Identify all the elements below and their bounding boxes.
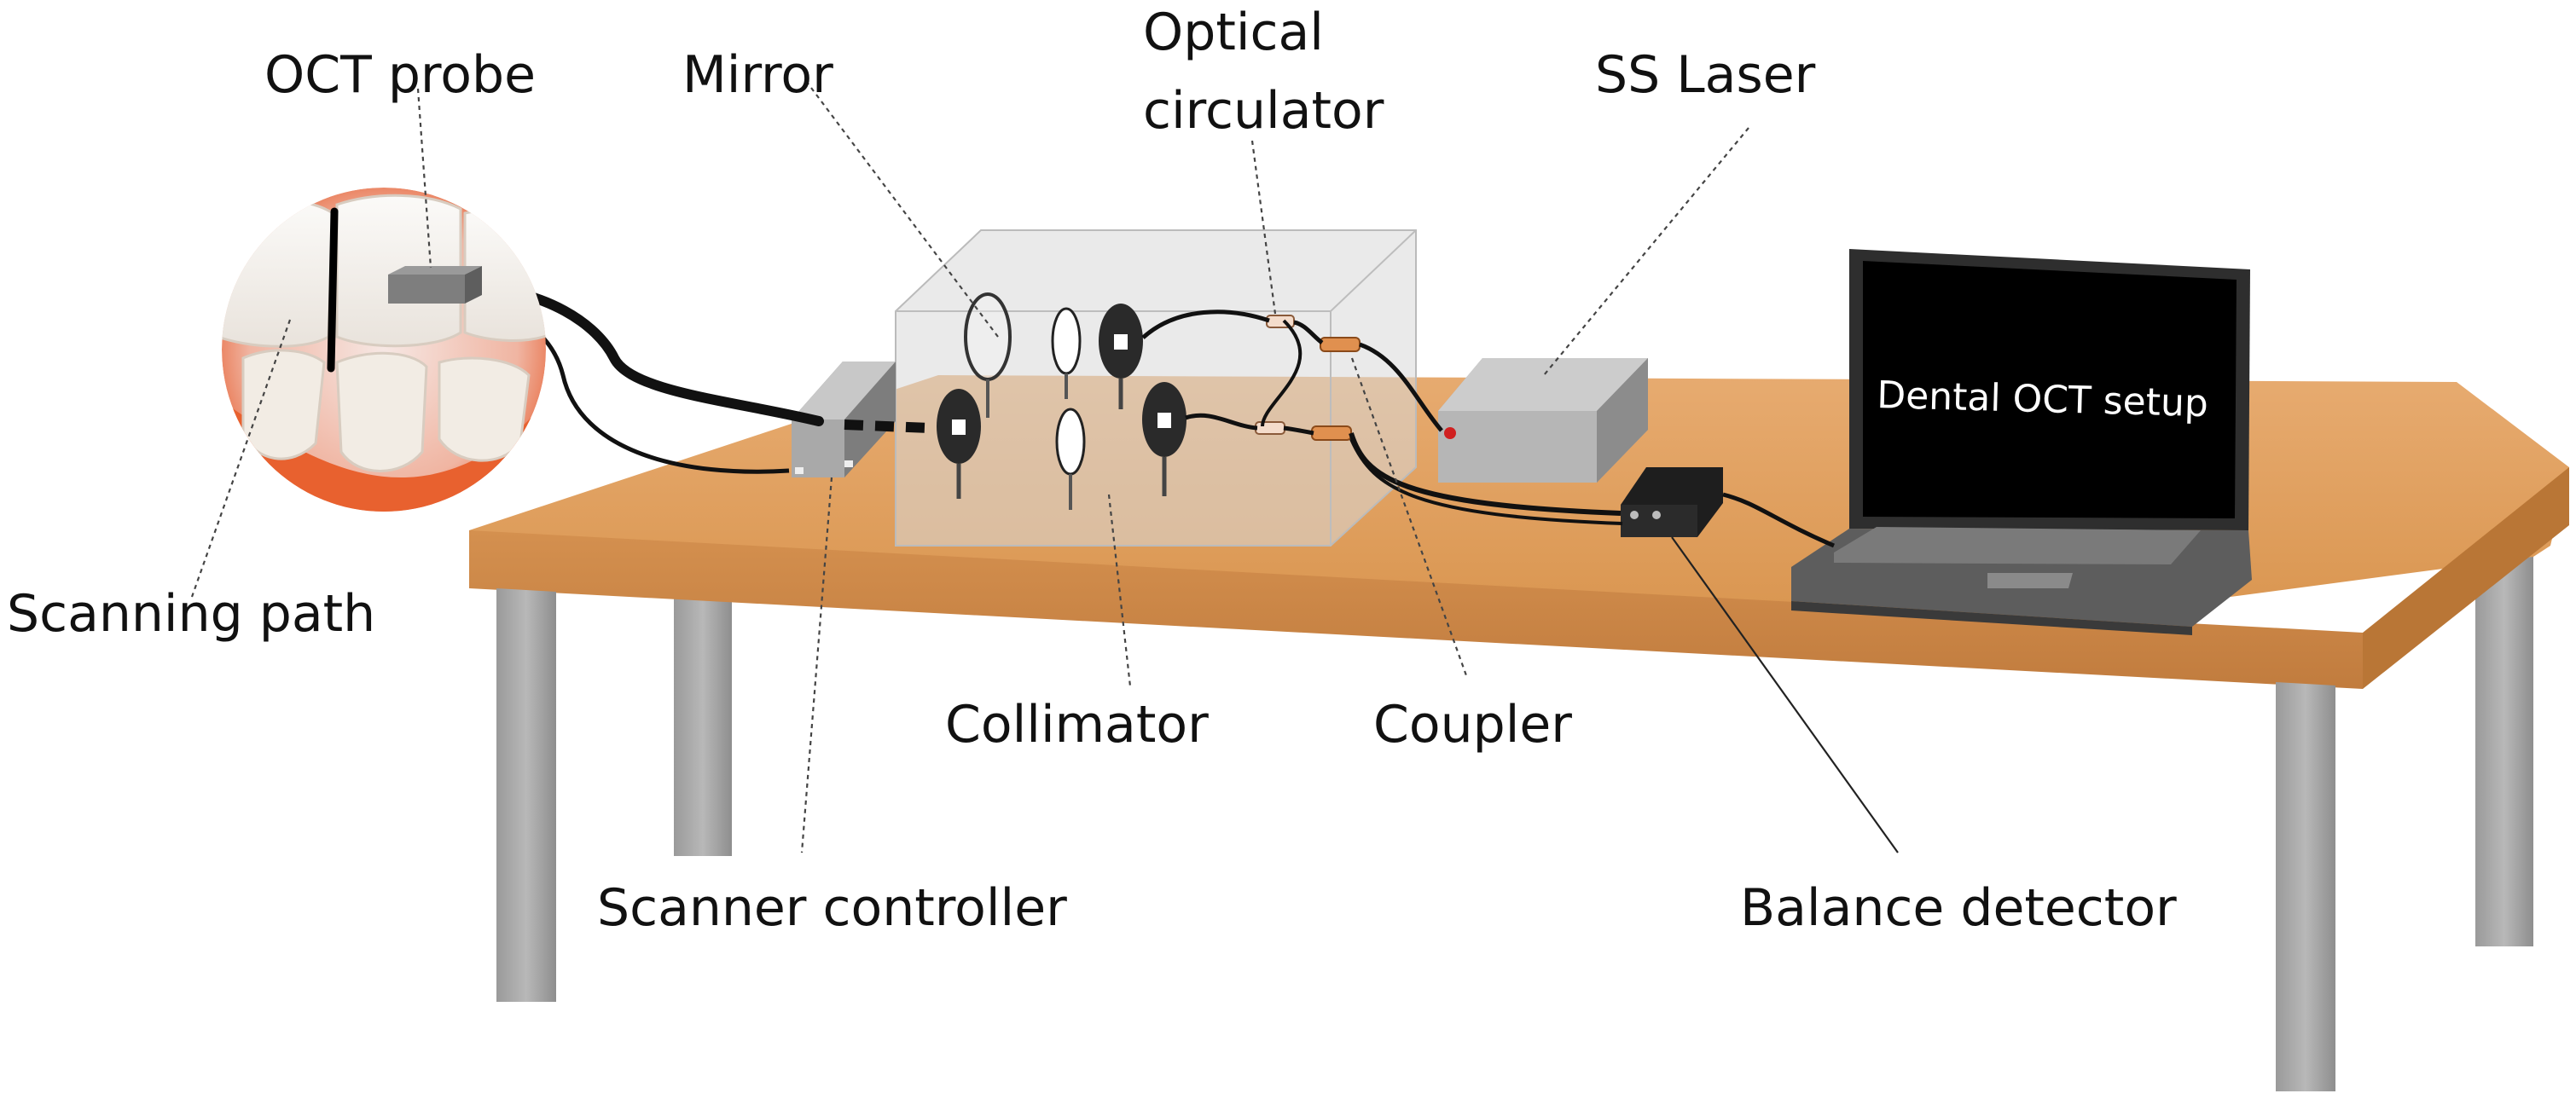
laptop: [1791, 249, 2252, 635]
label-collimator: Collimator: [945, 695, 1209, 755]
table-side-edge: [2363, 467, 2569, 689]
label-optical-circulator-line1: Optical: [1143, 3, 1324, 62]
label-optical-circulator-line2: circulator: [1143, 81, 1384, 141]
ss-laser-box: [1438, 358, 1648, 483]
label-scanner-controller: Scanner controller: [597, 878, 1067, 938]
laptop-screen: [1863, 261, 2237, 518]
laptop-screen-text: Dental OCT setup: [1877, 373, 2209, 425]
scanning-path-line: [327, 207, 339, 373]
lens-lower: [1055, 408, 1086, 510]
oct-probe: [388, 266, 482, 304]
collimator-mount-2: [1099, 304, 1143, 409]
label-mirror: Mirror: [682, 45, 833, 105]
table-leg-back-left: [674, 597, 732, 856]
labels: OCT probe Mirror Optical circulator SS L…: [7, 3, 2177, 938]
table-leg-front-right: [2276, 682, 2335, 1091]
table-leg-front-left: [496, 588, 556, 1002]
balance-detector-box: [1621, 467, 1723, 537]
label-oct-probe: OCT probe: [264, 45, 536, 105]
label-ss-laser: SS Laser: [1595, 45, 1816, 105]
lens-upper: [1051, 307, 1082, 399]
coupler-components: [1311, 337, 1361, 441]
collimator-mount-3: [1142, 382, 1186, 496]
label-balance-detector: Balance detector: [1740, 878, 2177, 938]
leader-lines: [190, 80, 1899, 853]
scanner-controller-box: [792, 362, 896, 477]
collimator-mount-1: [937, 389, 981, 499]
label-scanning-path: Scanning path: [7, 584, 375, 644]
label-coupler: Coupler: [1373, 695, 1572, 755]
table-leg-back-right: [2475, 524, 2533, 946]
mirror-component: [964, 292, 1012, 418]
table-front-edge: [469, 530, 2363, 689]
teeth-inset: [222, 188, 546, 512]
